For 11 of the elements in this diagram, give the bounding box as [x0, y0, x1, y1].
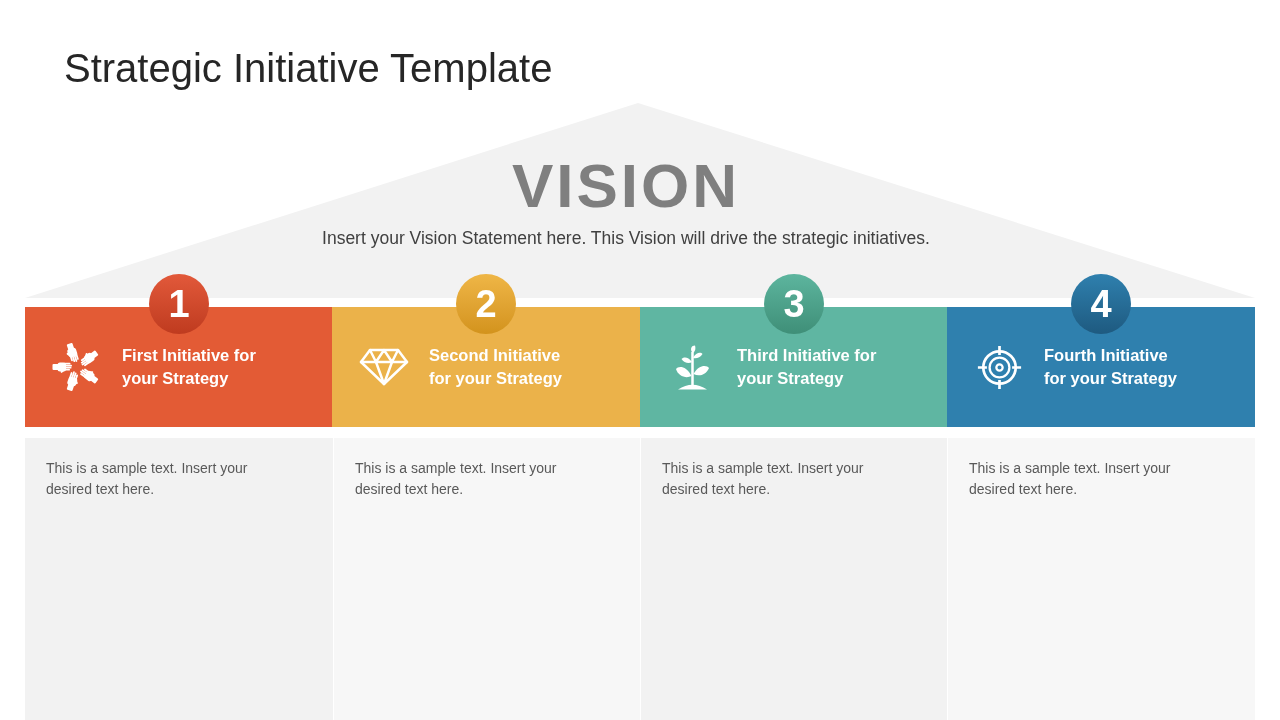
initiative-title: First Initiative for your Strategy	[122, 345, 257, 389]
sample-text: This is a sample text. Insert your desired text here.	[662, 459, 865, 499]
sample-text: This is a sample text. Insert your desired text here.	[355, 459, 558, 499]
sample-text: This is a sample text. Insert your desired text here.	[969, 459, 1172, 499]
vision-heading: VISION	[511, 155, 741, 217]
sample-text: This is a sample text. Insert your desired text here.	[46, 459, 249, 499]
vision-statement: Insert your Vision Statement here. This Vision will drive the strategic initiatives.	[322, 228, 930, 249]
slide-title: Strategic Initiative Template	[64, 45, 553, 92]
initiative-title: Third Initiative for your Strategy	[737, 345, 878, 389]
initiative-title: Second Initiative for your Strategy	[429, 345, 563, 389]
initiative-title: Fourth Initiative for your Strategy	[1044, 345, 1178, 389]
